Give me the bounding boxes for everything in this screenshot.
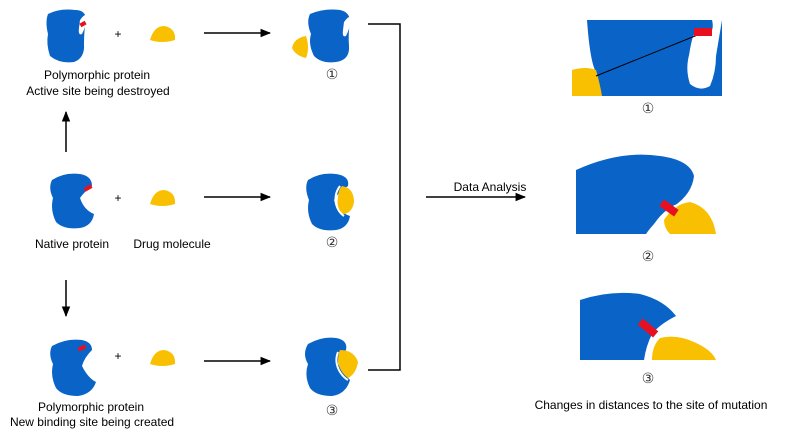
plus-sign-middle: + <box>114 191 121 205</box>
changes-in-distances-label: Changes in distances to the site of muta… <box>534 398 768 412</box>
new-binding-site-label: New binding site being created <box>9 415 175 429</box>
complex-3-shape <box>305 337 358 396</box>
polymorphic-protein-top-label: Polymorphic protein <box>43 68 151 82</box>
analysis-panel-3 <box>580 292 716 361</box>
plus-sign-top: + <box>114 27 121 41</box>
polymorphic-protein-top-shape <box>46 9 88 63</box>
native-protein-shape <box>50 173 94 229</box>
marker-2-right: ② <box>641 248 655 264</box>
native-protein-label: Native protein <box>34 237 110 251</box>
drug-molecule-bottom <box>150 350 176 366</box>
marker-1-right: ① <box>641 100 655 116</box>
drug-molecule-middle <box>150 190 176 206</box>
analysis-panel-2 <box>576 154 716 235</box>
drug-molecule-top <box>150 26 176 42</box>
polymorphic-protein-bottom-label: Polymorphic protein <box>37 400 145 414</box>
data-analysis-label: Data Analysis <box>453 180 527 194</box>
marker-1-left: ① <box>325 66 339 82</box>
grouping-bracket <box>368 23 401 371</box>
marker-2-left: ② <box>325 234 339 250</box>
complex-1-shape <box>292 9 352 63</box>
analysis-panel-1 <box>572 20 722 96</box>
complex-2-shape <box>306 173 354 231</box>
active-site-destroyed-label: Active site being destroyed <box>26 84 170 98</box>
drug-molecule-label: Drug molecule <box>133 237 211 251</box>
marker-3-right: ③ <box>641 370 655 386</box>
marker-3-left: ③ <box>325 402 339 418</box>
polymorphic-protein-bottom-shape <box>50 339 96 396</box>
plus-sign-bottom: + <box>114 349 121 363</box>
